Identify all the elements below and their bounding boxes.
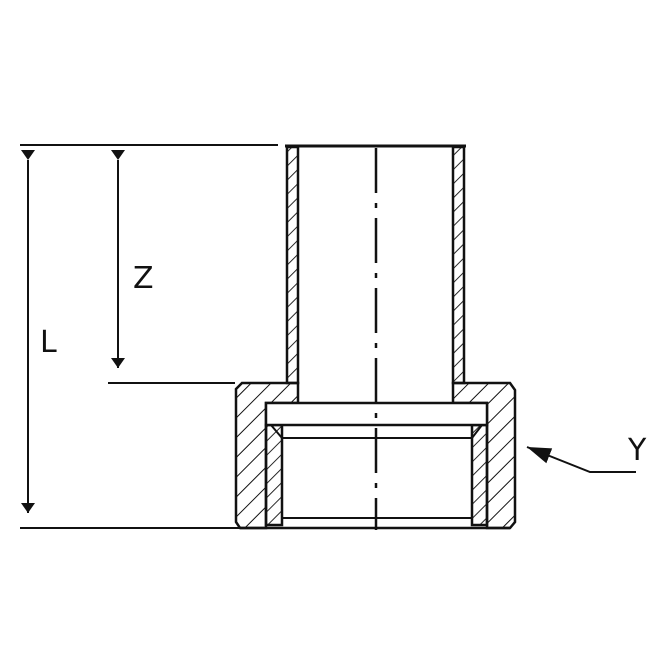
y-leader (526, 446, 636, 473)
label-l: L (40, 325, 57, 360)
label-y: Y (627, 433, 647, 468)
dimension-lines (20, 144, 636, 529)
label-z: Z (133, 261, 154, 296)
